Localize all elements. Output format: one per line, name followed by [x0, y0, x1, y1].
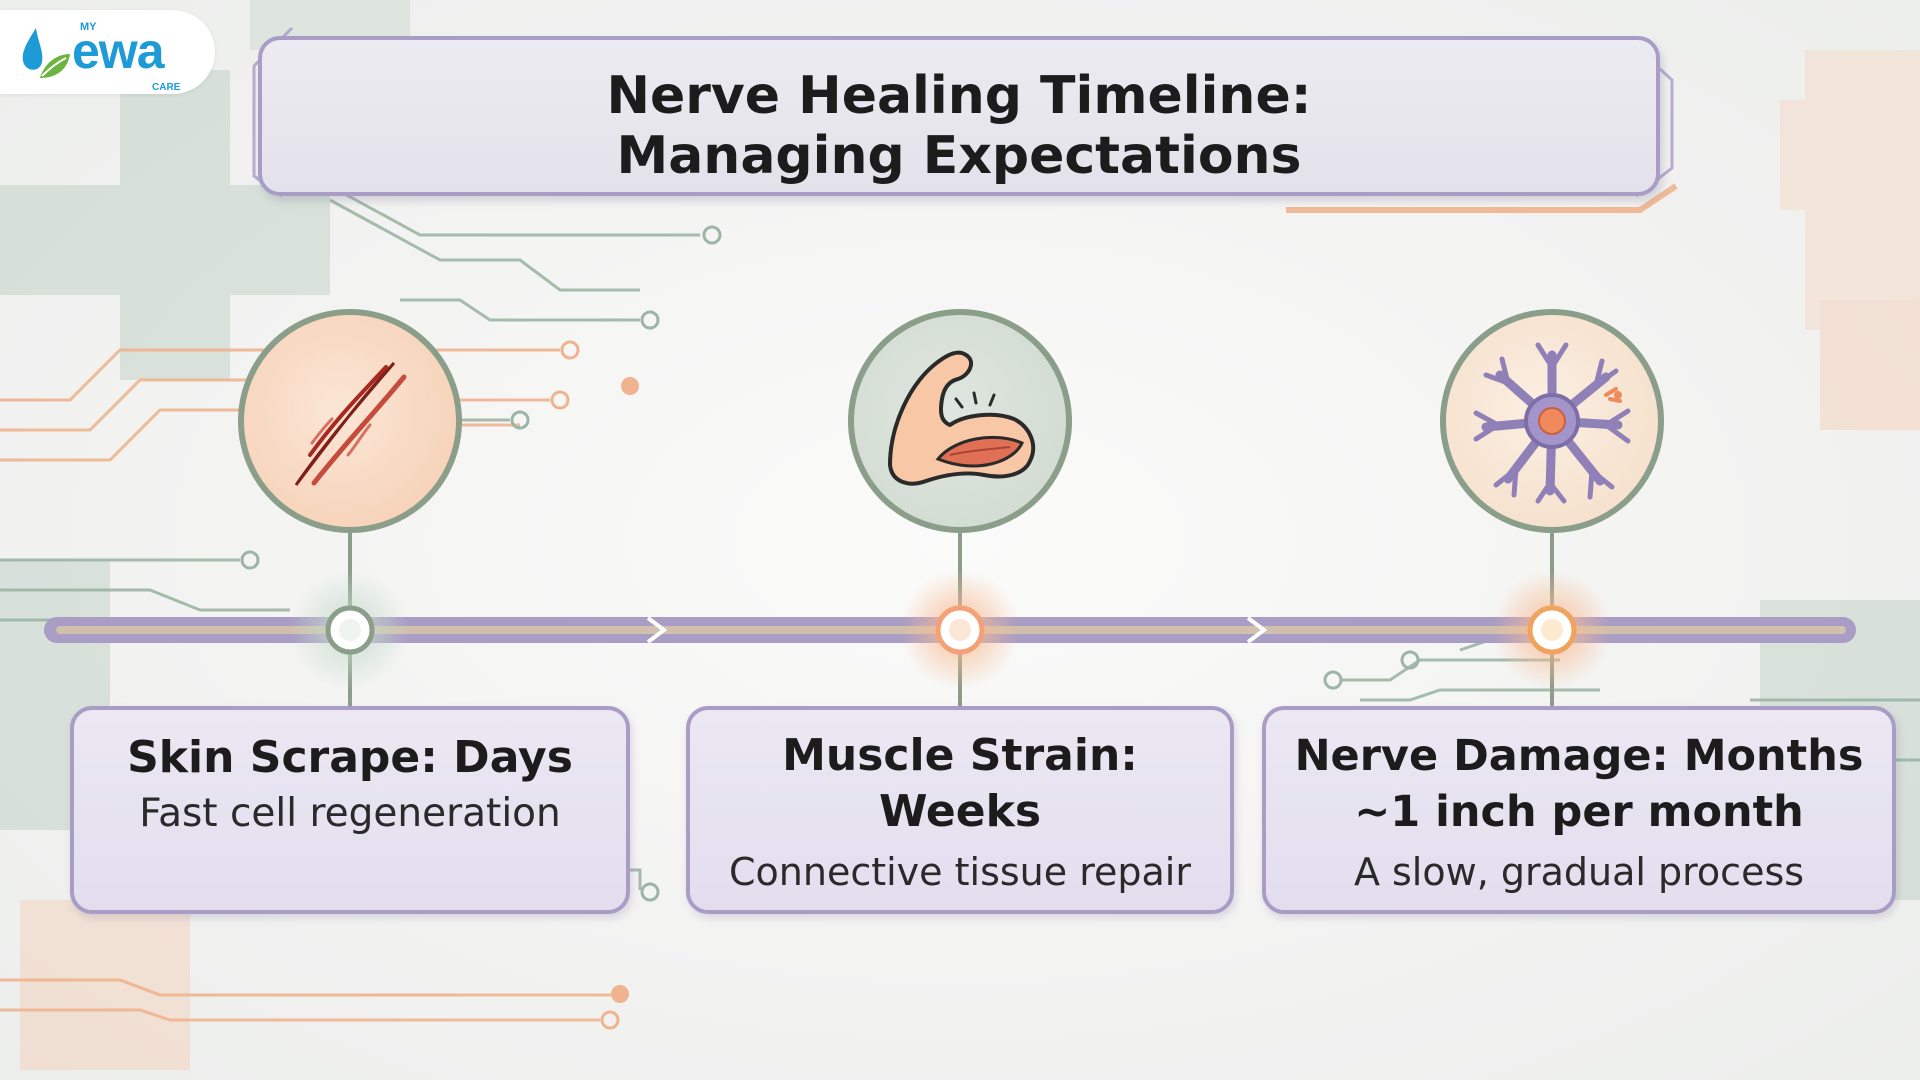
stage-detail: A slow, gradual process [1353, 850, 1805, 894]
circuit-nodes-orange [611, 377, 639, 1003]
page-title: Nerve Healing Timeline: Managing Expecta… [262, 66, 1656, 186]
brand-suffix: CARE [152, 82, 181, 93]
stage-title: Nerve Damage: Months ~1 inch per month [1266, 728, 1892, 840]
title-line-2: Managing Expectations [616, 126, 1302, 186]
title-line-1: Nerve Healing Timeline: [606, 66, 1312, 126]
leaf-drop-icon [22, 28, 70, 78]
timeline-markers [290, 570, 1612, 690]
nerve-cell-icon [1440, 309, 1664, 533]
stage-card-nerve-damage: Nerve Damage: Months ~1 inch per month A… [1262, 706, 1896, 914]
stage-card-muscle-strain: Muscle Strain: Weeks Connective tissue r… [686, 706, 1234, 914]
stage-title-line-1: Muscle Strain: [782, 730, 1138, 781]
stage-detail: Connective tissue repair [729, 850, 1191, 894]
title-banner: Nerve Healing Timeline: Managing Expecta… [258, 36, 1660, 196]
flexed-arm-muscle-icon [848, 309, 1072, 533]
stage-detail: Fast cell regeneration [139, 791, 561, 836]
skin-scrape-icon [238, 309, 462, 533]
stage-title-line-2: Weeks [878, 786, 1042, 837]
brand-prefix: MY [80, 21, 97, 33]
brand-name: ewa [72, 23, 165, 79]
brand-logo[interactable]: MY ewa CARE [0, 10, 215, 94]
stage-title: Skin Scrape: Days [127, 732, 573, 783]
stage-title: Muscle Strain: Weeks [690, 728, 1230, 840]
stage-title-line-1: Nerve Damage: Months [1294, 731, 1864, 781]
stage-card-skin-scrape: Skin Scrape: Days Fast cell regeneration [70, 706, 630, 914]
stage-title-line-2: ~1 inch per month [1354, 787, 1804, 837]
